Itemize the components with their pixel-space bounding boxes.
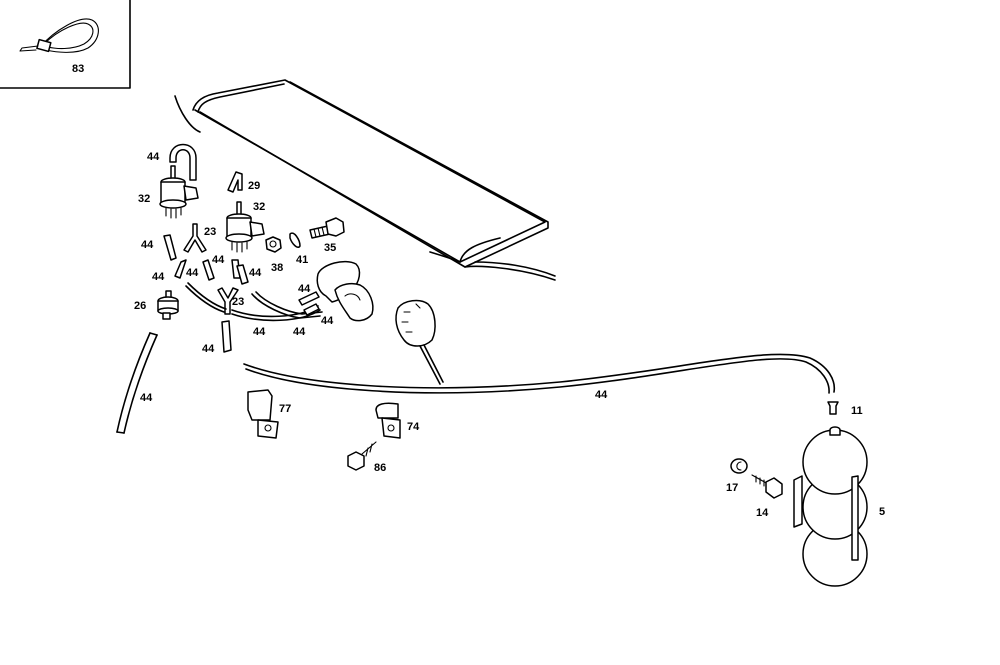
cable-tie-83 [19,18,99,53]
label-44-c: 44 [152,271,165,283]
clip-74 [375,402,401,439]
reservoir-5 [793,426,868,587]
curved-hoses-44 [185,282,323,322]
washer-41 [289,232,301,249]
label-44-a: 44 [147,151,160,163]
label-26: 26 [134,300,146,312]
label-44-e: 44 [212,254,225,266]
hose-44-short [221,320,232,353]
label-44-g: 44 [321,315,334,327]
label-41: 41 [296,254,308,266]
label-77: 77 [279,403,291,415]
label-23-a: 23 [204,226,216,238]
label-44-j: 44 [202,343,215,355]
valve-32-right [225,201,265,253]
inset-box [0,0,131,89]
label-11: 11 [851,405,863,417]
label-86: 86 [374,462,386,474]
hose-pieces-44 [163,234,249,285]
label-74: 74 [407,421,420,433]
label-44-h: 44 [253,326,266,338]
hose-44-long [243,353,836,394]
grommet-11 [827,401,839,415]
label-44-k: 44 [140,392,153,404]
label-44-b: 44 [141,239,154,251]
check-valve-26 [157,290,179,320]
label-5: 5 [879,506,885,518]
bolt-35 [309,217,345,239]
washer-17 [730,458,748,474]
label-14: 14 [756,507,769,519]
label-44-d: 44 [186,267,199,279]
elbow-29 [227,171,243,193]
label-44-i: 44 [293,326,306,338]
label-35: 35 [324,242,336,254]
label-44-f: 44 [298,283,311,295]
rear-spoiler [174,79,556,281]
hose-44-left-long [116,332,158,434]
hose-44-u [169,143,197,181]
label-32-b: 32 [253,201,265,213]
label-17: 17 [726,482,738,494]
label-23-b: 23 [232,296,244,308]
label-32-a: 32 [138,193,150,205]
valve-32-left [159,165,199,219]
label-83: 83 [72,63,84,75]
actuator-assembly [316,260,444,385]
screw-14 [751,474,783,499]
label-44-e2: 44 [249,267,262,279]
label-44-l: 44 [595,389,608,401]
bracket-77 [247,389,279,439]
screw-86 [347,441,377,471]
label-29: 29 [248,180,260,192]
y-connector-23-upper [183,223,207,253]
label-38: 38 [271,262,283,274]
nut-38 [265,236,282,253]
